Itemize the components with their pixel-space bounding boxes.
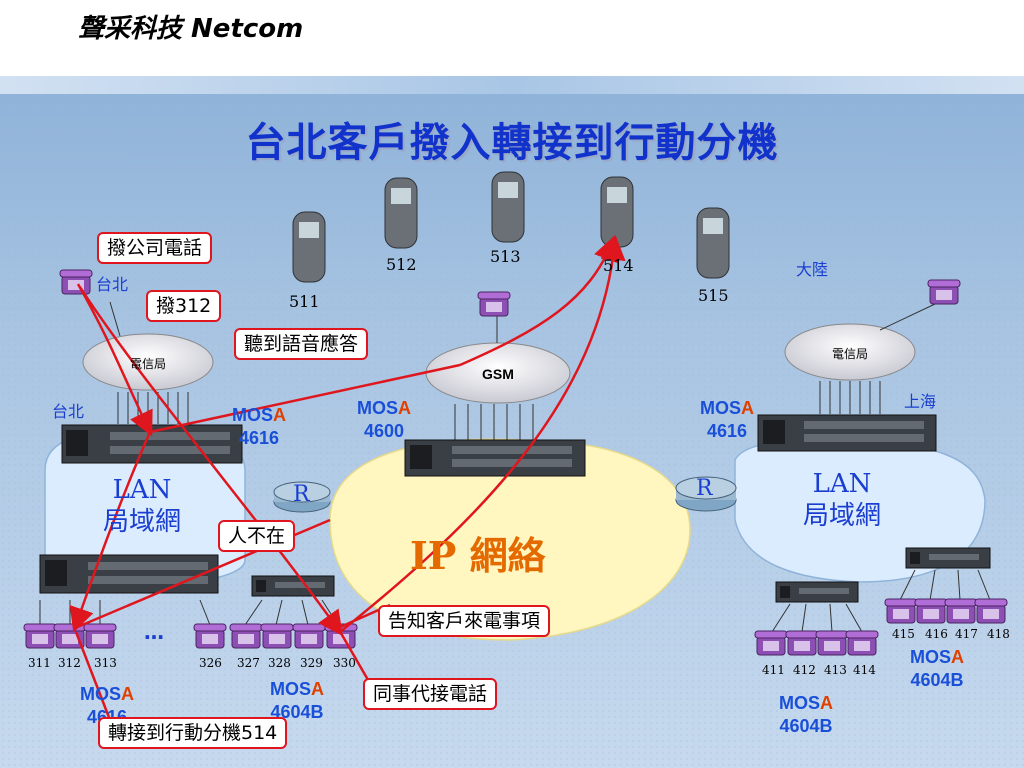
phone-icon	[944, 598, 978, 624]
extension-number: 312	[58, 656, 81, 670]
location-shanghai: 上海	[904, 392, 937, 411]
mobile-number: 513	[490, 247, 521, 266]
mos-device-icon	[251, 575, 335, 597]
mobile-phone-icon	[600, 176, 634, 248]
flow-arrow	[69, 431, 152, 633]
extension-number: 311	[28, 656, 51, 670]
phone-icon	[193, 623, 227, 649]
ip-network-label: IP 網絡	[410, 533, 546, 578]
mobile-number: 512	[386, 255, 417, 274]
flow-arrow	[339, 235, 626, 633]
flow-arrow	[78, 286, 343, 637]
mos-device-icon	[39, 554, 219, 594]
extension-number: 330	[333, 656, 356, 670]
router-left-icon	[273, 481, 331, 513]
extension-number: 414	[853, 663, 876, 677]
phone-icon	[477, 291, 511, 317]
company-name: 聲采科技 Netcom	[78, 14, 304, 44]
mos-device-icon	[404, 439, 586, 477]
extension-number: 329	[300, 656, 323, 670]
mobile-number: 511	[289, 292, 320, 311]
phone-icon	[815, 630, 849, 656]
extension-number: 411	[762, 663, 785, 677]
phone-icon	[260, 623, 294, 649]
phone-icon	[229, 623, 263, 649]
flow-arrow	[459, 235, 618, 367]
router-right-icon	[675, 476, 737, 512]
location-taipei-top: 台北	[96, 275, 129, 294]
extension-number: 415	[892, 627, 915, 641]
mos-device-icon	[775, 581, 859, 603]
flow-arrow	[74, 631, 112, 721]
extension-number: 417	[955, 627, 978, 641]
phone-icon	[23, 623, 57, 649]
extension-number: 412	[793, 663, 816, 677]
phone-icon	[927, 279, 961, 305]
mos-device-icon	[757, 414, 937, 452]
extension-number: 416	[925, 627, 948, 641]
phone-icon	[914, 598, 948, 624]
phone-icon	[292, 623, 326, 649]
mobile-phone-icon	[384, 177, 418, 249]
phone-icon	[785, 630, 819, 656]
flow-arrow	[149, 363, 461, 434]
location-taipei: 台北	[52, 402, 85, 421]
extension-number: 413	[824, 663, 847, 677]
mobile-number: 514	[603, 256, 634, 275]
location-mainland: 大陸	[796, 260, 829, 279]
callout-dial-company: 撥公司電話	[97, 232, 213, 264]
callout-transfer-mobile: 轉接到行動分機514	[98, 717, 288, 749]
extension-number: 327	[237, 656, 260, 670]
callout-person-absent: 人不在	[218, 520, 296, 552]
extension-number: 418	[987, 627, 1010, 641]
mobile-phone-icon	[491, 171, 525, 243]
telecom-right-cloud	[784, 323, 916, 381]
callout-dial-312: 撥312	[146, 290, 222, 322]
flow-arrow	[76, 283, 153, 437]
mobile-phone-icon	[696, 207, 730, 279]
extension-number: 326	[199, 656, 222, 670]
extension-number: 328	[268, 656, 291, 670]
mobile-number: 515	[698, 286, 729, 305]
callout-colleague-answers: 同事代接電話	[363, 678, 498, 710]
extension-ellipsis: …	[144, 620, 164, 644]
phone-icon	[974, 598, 1008, 624]
telecom-left-cloud	[82, 333, 214, 391]
mobile-phone-icon	[292, 211, 326, 283]
callout-hear-voice: 聽到語音應答	[234, 328, 369, 360]
router-right-label: R	[696, 476, 713, 501]
slide-title: 台北客戶撥入轉接到行動分機	[245, 120, 779, 166]
phone-icon	[845, 630, 879, 656]
telecom-left-label: 電信局	[129, 357, 166, 371]
callout-inform-customer: 告知客戶來電事項	[378, 605, 551, 637]
mos-device-icon	[905, 547, 991, 569]
router-left-label: R	[293, 482, 310, 507]
extension-number: 313	[94, 656, 117, 670]
telecom-right-label: 電信局	[831, 347, 868, 361]
gsm-label: GSM	[482, 366, 514, 382]
